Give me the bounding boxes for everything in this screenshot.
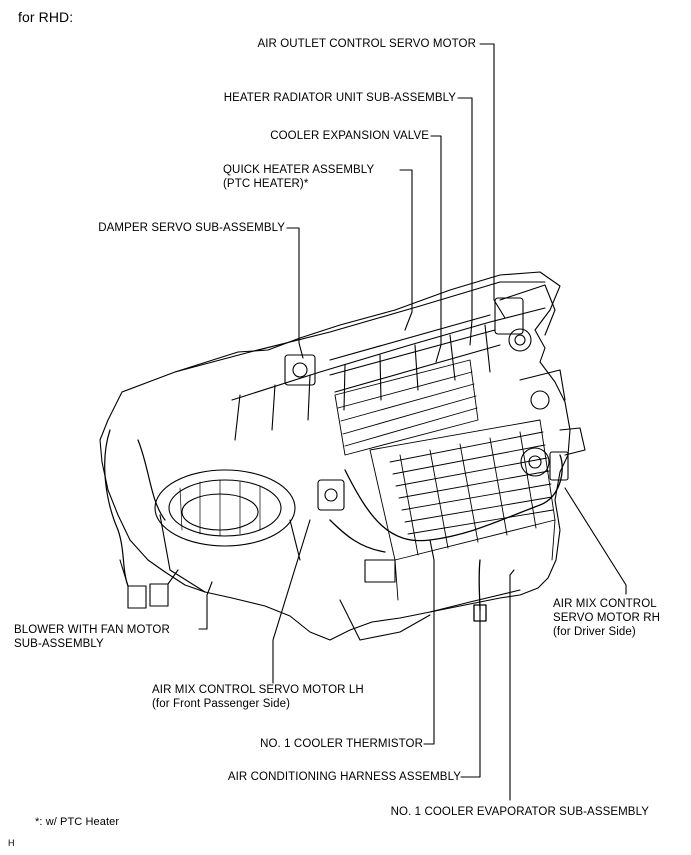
label-air-outlet-servo: AIR OUTLET CONTROL SERVO MOTOR <box>257 38 476 50</box>
page-heading: for RHD: <box>18 9 74 25</box>
label-airmix-lh-line2: (for Front Passenger Side) <box>152 698 291 710</box>
bottom-panel <box>339 559 521 641</box>
harness <box>329 454 563 622</box>
label-thermistor: NO. 1 COOLER THERMISTOR <box>260 738 423 750</box>
label-evaporator: NO. 1 COOLER EVAPORATOR SUB-ASSEMBLY <box>390 806 649 818</box>
label-quick-heater-line2: (PTC HEATER)* <box>223 178 309 190</box>
label-harness: AIR CONDITIONING HARNESS ASSEMBLY <box>227 771 461 783</box>
housing-outline <box>99 271 571 641</box>
label-damper-servo: DAMPER SERVO SUB-ASSEMBLY <box>98 222 285 234</box>
right-housing <box>499 284 586 456</box>
label-blower-line1: BLOWER WITH FAN MOTOR <box>14 624 170 636</box>
leader-lines <box>198 43 627 801</box>
footnote: *: w/ PTC Heater <box>35 816 120 828</box>
label-expansion-valve: COOLER EXPANSION VALVE <box>270 130 429 142</box>
left-wiring <box>104 429 166 587</box>
label-airmix-rh-line2: SERVO MOTOR RH <box>553 612 661 624</box>
label-airmix-rh-line1: AIR MIX CONTROL <box>553 598 657 610</box>
blower-housing <box>119 469 301 609</box>
label-heater-radiator: HEATER RADIATOR UNIT SUB-ASSEMBLY <box>223 92 456 104</box>
label-airmix-lh-line1: AIR MIX CONTROL SERVO MOTOR LH <box>152 684 364 696</box>
heater-radiator <box>334 359 479 456</box>
label-airmix-rh-line3: (for Driver Side) <box>553 626 636 638</box>
servo-motors <box>284 297 569 511</box>
label-quick-heater-line1: QUICK HEATER ASSEMBLY <box>223 164 375 176</box>
label-blower-line2: SUB-ASSEMBLY <box>14 638 104 650</box>
evaporator-core <box>369 419 556 601</box>
corner-mark: H <box>8 838 15 848</box>
